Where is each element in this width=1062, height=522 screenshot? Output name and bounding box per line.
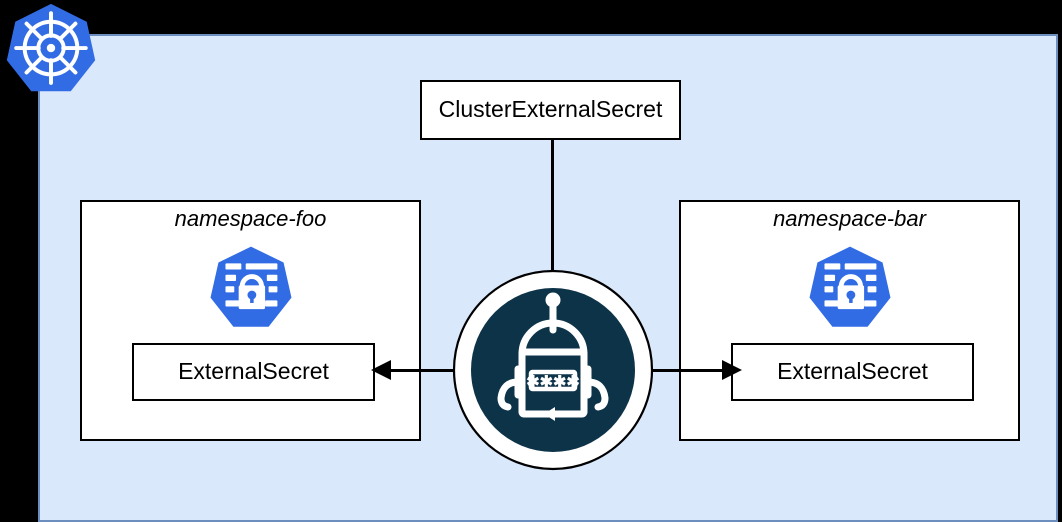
edge-operator-to-bar	[648, 369, 730, 372]
arrowhead-left-icon	[371, 360, 391, 380]
external-secret-node-bar[interactable]: ExternalSecret	[731, 343, 974, 401]
kubernetes-secret-icon	[207, 244, 295, 332]
namespace-foo-container: namespace-foo	[80, 200, 421, 441]
edge-operator-to-foo	[377, 369, 459, 372]
password-mask-text: ✱✱✱✱	[526, 374, 580, 391]
arrowhead-right-icon	[722, 360, 742, 380]
namespace-bar-label: namespace-bar	[773, 206, 926, 231]
external-secret-label: ExternalSecret	[178, 358, 329, 385]
external-secrets-operator-robot-icon[interactable]: ✱✱✱✱	[452, 269, 654, 471]
cluster-external-secret-label: ClusterExternalSecret	[438, 96, 663, 123]
cluster-external-secret-node[interactable]: ClusterExternalSecret	[420, 80, 681, 140]
namespace-bar-container: namespace-bar	[679, 200, 1020, 441]
kubernetes-secret-icon	[806, 244, 894, 332]
external-secret-node-foo[interactable]: ExternalSecret	[132, 343, 375, 401]
namespace-foo-label: namespace-foo	[174, 206, 327, 231]
external-secret-label: ExternalSecret	[777, 358, 928, 385]
kubernetes-logo-icon	[4, 2, 98, 96]
edge-ces-to-operator	[551, 140, 554, 272]
